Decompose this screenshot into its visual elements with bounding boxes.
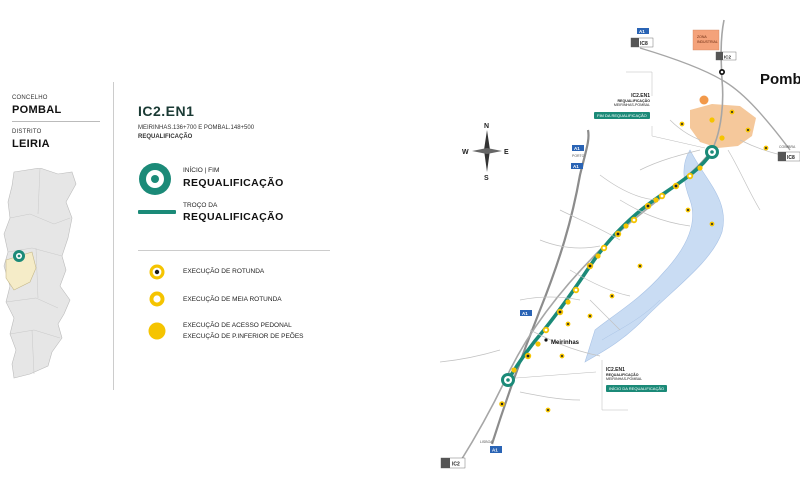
route-map: ZONA INDUSTRIAL (439, 19, 800, 469)
secondary-roads (439, 119, 800, 401)
roundabouts (499, 109, 769, 413)
concelho-value: POMBAL (12, 104, 62, 116)
callout-end-title: IC2.EN1 (631, 93, 650, 99)
legend-acesso-1: EXECUÇÃO DE ACESSO PEDONAL (183, 322, 292, 329)
zona-industrial-box (692, 29, 720, 51)
badge-ic8-right: IC8 (787, 155, 795, 161)
roundabout-icon (149, 264, 165, 280)
callout-start: IC2.EN1 REQUALIFICAÇÃO MEIRINHAS-POMBAL (606, 367, 642, 381)
distrito-value: LEIRIA (12, 138, 50, 150)
legend-acesso-2: EXECUÇÃO DE P.INFERIOR DE PEÕES (183, 333, 304, 340)
callout-end-line2: MEIRINHAS-POMBAL (613, 103, 650, 107)
zona-industrial-marker (699, 95, 709, 105)
legend-title: IC2.EN1 (138, 103, 195, 119)
start-end-icon (139, 163, 171, 195)
callout-start-title: IC2.EN1 (606, 367, 625, 373)
callout-end-line1: REQUALIFICAÇÃO (617, 99, 650, 103)
a1-highway (490, 129, 590, 445)
badge-a1-lower: A1 (522, 311, 528, 316)
route-end-marker (705, 145, 719, 159)
road-badges: A1 IC8 IC2 A1 PORTO A1 A1 LISBOA A1 IC2 … (440, 28, 800, 469)
legend-troco-big: REQUALIFICAÇÃO (183, 211, 284, 223)
legend-subtitle-2: REQUALIFICAÇÃO (138, 134, 193, 140)
pedestrian-access-icon (148, 322, 166, 340)
badge-ic8-top: IC8 (640, 41, 648, 47)
callout-start-tag: INÍCIO DA REQUALIFICAÇÃO (606, 385, 668, 392)
badge-a1-porto: A1 (574, 146, 580, 151)
label-lisboa: LISBOA (480, 440, 493, 444)
callout-start-line2: MEIRINHAS-POMBAL (606, 377, 643, 381)
legend-meia-rotunda: EXECUÇÃO DE MEIA ROTUNDA (183, 296, 282, 303)
badge-a1-top: A1 (639, 29, 645, 34)
legend-inicio-big: REQUALIFICAÇÃO (183, 177, 284, 189)
label-porto: PORTO (572, 154, 585, 158)
district-borders (5, 168, 71, 375)
divider (12, 121, 100, 122)
badge-ic2-top: IC2 (724, 55, 732, 60)
distrito-label: DISTRITO (12, 129, 42, 135)
callout-start-line1: REQUALIFICAÇÃO (606, 373, 639, 377)
legend-troco-small: TROÇO DA (183, 202, 218, 209)
panel-separator (113, 82, 114, 390)
portugal-map (3, 168, 77, 379)
zona-industrial-2: INDUSTRIAL (697, 40, 718, 44)
badge-a1-mid: A1 (573, 164, 579, 169)
concelho-label: CONCELHO (12, 95, 48, 101)
pombal-city-label: Pomb (760, 71, 800, 88)
meirinhas-point (544, 338, 548, 342)
label-coimbra: COIMBRA (779, 145, 796, 149)
half-roundabout-icon (149, 291, 165, 307)
legend-inicio-small: INÍCIO | FIM (183, 167, 220, 174)
legend-subtitle: MEIRINHAS.136+700 E POMBAL.148+500 (138, 125, 255, 131)
compass-s: S (484, 175, 489, 182)
urban-zone (690, 104, 756, 148)
legend-rotunda: EXECUÇÃO DE ROTUNDA (183, 268, 265, 275)
portugal-shape (3, 168, 77, 379)
ic2-road (459, 19, 725, 463)
compass-e: E (504, 149, 509, 156)
badge-ic2-bottom: IC2 (452, 462, 460, 468)
compass-n: N (484, 123, 489, 130)
compass-rose: N S E W (462, 123, 509, 182)
callout-end-tag: FIM DA REQUALIFICAÇÃO (594, 112, 650, 119)
route-line-swatch (138, 210, 176, 214)
route-start-marker (501, 373, 515, 387)
callout-end: IC2.EN1 REQUALIFICAÇÃO MEIRINHAS-POMBAL (606, 93, 650, 107)
badge-a1-bottom: A1 (492, 448, 498, 453)
legend-divider (138, 250, 330, 251)
river (584, 149, 724, 363)
zona-industrial-1: ZONA (697, 35, 707, 39)
meirinhas-label: Meirinhas (551, 340, 580, 346)
leiria-district (5, 251, 37, 291)
requalification-route (506, 150, 714, 382)
compass-w: W (462, 149, 469, 156)
